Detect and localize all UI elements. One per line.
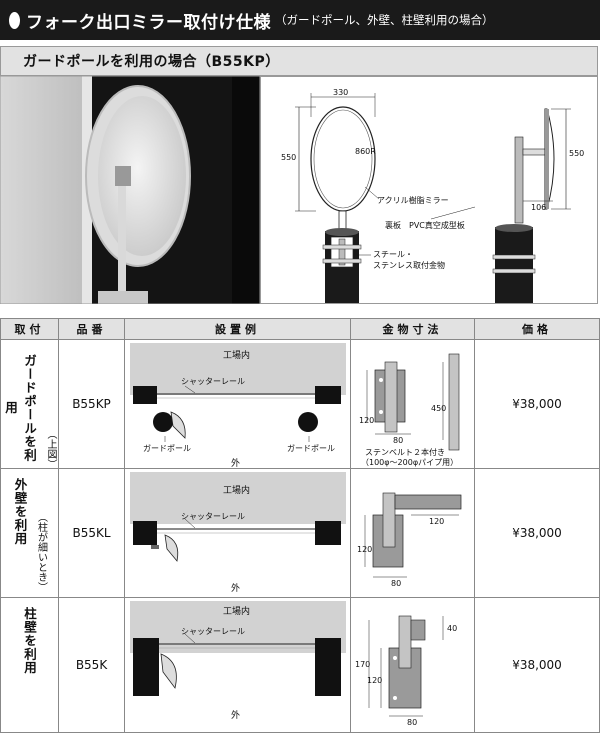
guard-pole-right-label: ガードポール (287, 444, 335, 453)
fitting-note-2: （100φ〜200φパイプ用） (361, 458, 459, 467)
page-title: フォーク出口ミラー取付け仕様 (26, 12, 271, 33)
bullet-icon (9, 11, 20, 29)
table-header-row: 取付 品番 設置例 金物寸法 価格 (0, 318, 600, 340)
dimension-drawing (295, 93, 571, 303)
technical-drawing: 330 550 860R アクリル樹脂ミラー 裏板 PVC真空成型板 スチール・… (260, 76, 598, 304)
price: ¥38,000 (474, 339, 600, 469)
layout-title: 工場内 (223, 351, 251, 361)
fitting-label-1: スチール・ (373, 250, 413, 259)
mount-cell: 外壁を利用 （柱が細いとき） (0, 468, 59, 598)
fitting-diagram (364, 492, 462, 578)
shutter-label: シャッターレール (181, 377, 245, 386)
fitting-diagram (368, 615, 444, 717)
shutter-label: シャッターレール (181, 512, 245, 521)
dim-b: 80 (391, 579, 402, 588)
fitting-cell: 120 80 450 ステンベルト２本付き （100φ〜200φパイプ用） (350, 339, 475, 469)
price: ¥38,000 (474, 597, 600, 733)
dim-b: 80 (393, 436, 404, 445)
mount-note: （上図） (45, 429, 56, 469)
layout-title: 工場内 (223, 607, 251, 617)
layout-cell: 工場内 シャッターレール ガードポール ガードポール 外 (124, 339, 351, 469)
mount-cell: ガードポールを利用 （上図） (0, 339, 59, 469)
dim-a: 120 (359, 416, 375, 425)
spec-table: 取付 品番 設置例 金物寸法 価格 ガードポールを利用 （上図） B55KP (0, 318, 600, 733)
product-code: B55KL (58, 468, 125, 598)
mount-type: 柱壁を利用 (22, 607, 37, 675)
table-row: ガードポールを利用 （上図） B55KP (0, 339, 600, 469)
shutter-label: シャッターレール (181, 627, 245, 636)
page-header: フォーク出口ミラー取付け仕様 （ガードポール、外壁、柱壁利用の場合） (0, 0, 600, 40)
layout-cell: 工場内 シャッターレール 外 (124, 468, 351, 598)
table-row: 柱壁を利用 B55K 工場内 シャッターレール 外 (0, 597, 600, 733)
header-fitting-size: 金物寸法 (350, 318, 475, 340)
header-code: 品番 (58, 318, 125, 340)
mount-cell: 柱壁を利用 (0, 597, 59, 733)
section-title: ガードポールを利用の場合（B55KP） (0, 46, 598, 76)
outside-label: 外 (231, 711, 241, 721)
back-plate-label: 裏板 PVC真空成型板 (385, 221, 465, 230)
dim-a: 170 (355, 660, 371, 669)
dim-c: 450 (431, 404, 447, 413)
dim-b: 120 (367, 676, 383, 685)
width-dimension: 330 (333, 88, 349, 97)
radius-dimension: 860R (355, 147, 376, 156)
mount-type: ガードポールを利用 (3, 354, 37, 462)
mount-type: 外壁を利用 (12, 478, 28, 546)
layout-diagram (130, 601, 346, 696)
mount-note: （柱が細いとき） (35, 512, 47, 592)
dim-c: 80 (407, 718, 418, 727)
height-dimension: 550 (281, 153, 297, 162)
dim-a: 120 (357, 545, 373, 554)
fitting-cell: 120 80 120 (350, 468, 475, 598)
outside-label: 外 (231, 459, 241, 469)
product-code: B55KP (58, 339, 125, 469)
layout-diagram (130, 343, 346, 442)
header-price: 価格 (474, 318, 600, 340)
layout-cell: 工場内 シャッターレール 外 (124, 597, 351, 733)
mirror-label: アクリル樹脂ミラー (377, 196, 449, 205)
page-subtitle: （ガードポール、外壁、柱壁利用の場合） (275, 13, 494, 27)
header-mount: 取付 (0, 318, 59, 340)
dim-d: 40 (447, 624, 458, 633)
layout-title: 工場内 (223, 486, 251, 496)
fitting-diagram (366, 353, 460, 451)
side-height-dimension: 550 (569, 149, 585, 158)
fitting-cell: 170 120 80 40 (350, 597, 475, 733)
guard-pole-left-label: ガードポール (143, 444, 191, 453)
side-depth-dimension: 106 (531, 203, 547, 212)
fitting-note-1: ステンベルト２本付き (365, 448, 445, 457)
outside-label: 外 (231, 584, 241, 594)
fitting-label-2: ステンレス取付金物 (373, 261, 445, 270)
dim-c: 120 (429, 517, 445, 526)
product-photo (0, 76, 260, 304)
layout-diagram (130, 472, 346, 562)
header-layout: 設置例 (124, 318, 351, 340)
price: ¥38,000 (474, 468, 600, 598)
product-code: B55K (58, 597, 125, 733)
table-row: 外壁を利用 （柱が細いとき） B55KL 工場内 シャッターレール (0, 468, 600, 598)
